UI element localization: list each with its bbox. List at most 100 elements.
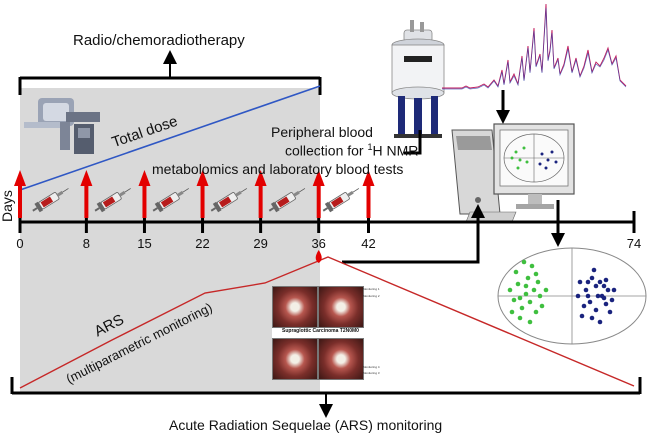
pca-point-group-b bbox=[595, 293, 601, 299]
pca-point-group-b bbox=[579, 313, 585, 319]
blood-drop-icon bbox=[315, 250, 322, 263]
laryngoscopy-photo-4 bbox=[318, 338, 364, 380]
pca-point-group-a bbox=[529, 263, 535, 269]
blood-collection-line2-sup: 1 bbox=[367, 142, 373, 152]
pca-point-group-a bbox=[519, 305, 525, 311]
blood-draw-arrow-day-29 bbox=[254, 170, 267, 218]
nmr-to-computer-arrow bbox=[404, 90, 510, 155]
pca-point-group-a bbox=[537, 293, 543, 299]
pca-point-group-b bbox=[601, 283, 607, 289]
pca-point-group-a bbox=[511, 297, 517, 303]
pca-point-group-b bbox=[591, 267, 597, 273]
syringe-icon bbox=[210, 188, 248, 213]
photo-tag-3: Monitoring 3 bbox=[363, 371, 380, 375]
tick-label-29: 29 bbox=[253, 236, 268, 251]
pca-point-group-a bbox=[533, 309, 539, 315]
linear-accelerator-icon bbox=[24, 98, 100, 154]
days-axis-label: Days bbox=[0, 190, 15, 222]
pca-point-group-b bbox=[607, 309, 613, 315]
nmr-spectrometer-icon bbox=[391, 20, 445, 138]
pca-point-group-a bbox=[543, 287, 549, 293]
blood-draw-arrow-day-42 bbox=[362, 170, 375, 218]
pca-point-group-b bbox=[577, 279, 583, 285]
tick-label-22: 22 bbox=[195, 236, 210, 251]
pca-point-group-a bbox=[525, 275, 531, 281]
pca-point-group-a bbox=[535, 279, 541, 285]
pca-point-group-b bbox=[601, 295, 607, 301]
pca-point-group-a bbox=[521, 259, 527, 265]
ars-severity-curve bbox=[19, 256, 635, 389]
pca-point-group-b bbox=[593, 307, 599, 313]
tick-label-42: 42 bbox=[361, 236, 376, 251]
photo-tag-1: Monitoring 1 bbox=[363, 287, 380, 291]
syringe-icon bbox=[32, 188, 69, 213]
pca-point-group-a bbox=[515, 281, 521, 287]
pca-point-group-a bbox=[527, 319, 533, 325]
blood-collection-line2-pre: collection for bbox=[285, 142, 368, 159]
total-dose-line bbox=[19, 85, 321, 191]
pca-point-group-a bbox=[523, 283, 529, 289]
blood-collection-line3: metabolomics and laboratory blood tests bbox=[152, 161, 404, 177]
pca-point-group-a bbox=[513, 269, 519, 275]
pca-point-group-b bbox=[589, 275, 595, 281]
blood-draw-markers bbox=[14, 170, 375, 263]
laryngoscopy-photo-2 bbox=[318, 286, 364, 328]
pca-point-group-b bbox=[603, 277, 609, 283]
blood-draw-arrow-day-22 bbox=[196, 170, 209, 218]
photo-caption: Supraglottic Carcinoma T2N0M0 bbox=[282, 328, 359, 334]
syringe-icon bbox=[152, 188, 189, 213]
nmr-spectrum bbox=[442, 3, 627, 90]
pca-point-group-a bbox=[531, 287, 537, 293]
tick-label-0: 0 bbox=[16, 236, 24, 251]
pca-point-group-b bbox=[597, 319, 603, 325]
blood-collection-line1: Peripheral blood bbox=[271, 124, 373, 140]
tick-label-36: 36 bbox=[311, 236, 326, 251]
pca-point-group-a bbox=[539, 303, 545, 309]
pca-point-group-a bbox=[517, 295, 523, 301]
pca-point-group-a bbox=[507, 287, 513, 293]
blood-draw-connector bbox=[342, 204, 485, 264]
laryngoscopy-panel: Monitoring 1 Monitoring 2 Monitoring 3 M… bbox=[272, 286, 380, 380]
blood-collection-line2: collection for 1H NMR bbox=[285, 143, 418, 158]
pca-point-group-a bbox=[523, 291, 529, 297]
pca-point-group-b bbox=[603, 301, 609, 307]
syringe-icon bbox=[268, 188, 306, 213]
pca-point-group-b bbox=[585, 293, 591, 299]
tick-label-15: 15 bbox=[137, 236, 152, 251]
pca-point-group-b bbox=[575, 293, 581, 299]
pca-point-group-b bbox=[589, 315, 595, 321]
pca-point-group-b bbox=[605, 287, 611, 293]
therapy-label: Radio/chemoradiotherapy bbox=[73, 32, 245, 49]
syringe-icon bbox=[322, 188, 360, 213]
pca-point-group-a bbox=[517, 315, 523, 321]
pca-point-group-b bbox=[611, 287, 617, 293]
pca-point-group-b bbox=[593, 283, 599, 289]
pca-point-group-b bbox=[587, 299, 593, 305]
pca-point-group-a bbox=[533, 271, 539, 277]
blood-draw-arrow-day-8 bbox=[80, 170, 93, 218]
pca-point-group-b bbox=[583, 287, 589, 293]
tick-label-74: 74 bbox=[626, 236, 642, 251]
blood-draw-arrow-day-0 bbox=[14, 170, 26, 218]
pca-point-group-b bbox=[597, 279, 603, 285]
pca-point-group-b bbox=[585, 279, 591, 285]
blood-collection-line2-post: H NMR bbox=[372, 142, 419, 159]
monitoring-label: Acute Radiation Sequelae (ARS) monitorin… bbox=[169, 417, 443, 433]
laryngoscopy-photo-1 bbox=[272, 286, 318, 328]
pca-point-group-a bbox=[509, 309, 515, 315]
blood-draw-arrow-day-15 bbox=[138, 170, 151, 218]
tick-label-8: 8 bbox=[82, 236, 90, 251]
computer-to-pca-arrow bbox=[551, 200, 565, 247]
pca-point-group-b bbox=[581, 303, 587, 309]
syringe-icon bbox=[94, 188, 131, 213]
pca-point-group-a bbox=[527, 299, 533, 305]
photo-tag-4: Monitoring 4 bbox=[363, 365, 380, 369]
blood-draw-arrow-day-36 bbox=[312, 170, 325, 218]
photo-tag-2: Monitoring 2 bbox=[363, 294, 380, 298]
computer-icon bbox=[451, 123, 575, 223]
pca-point-group-b bbox=[609, 297, 615, 303]
laryngoscopy-photo-3 bbox=[272, 338, 318, 380]
pca-score-plot bbox=[497, 247, 647, 345]
